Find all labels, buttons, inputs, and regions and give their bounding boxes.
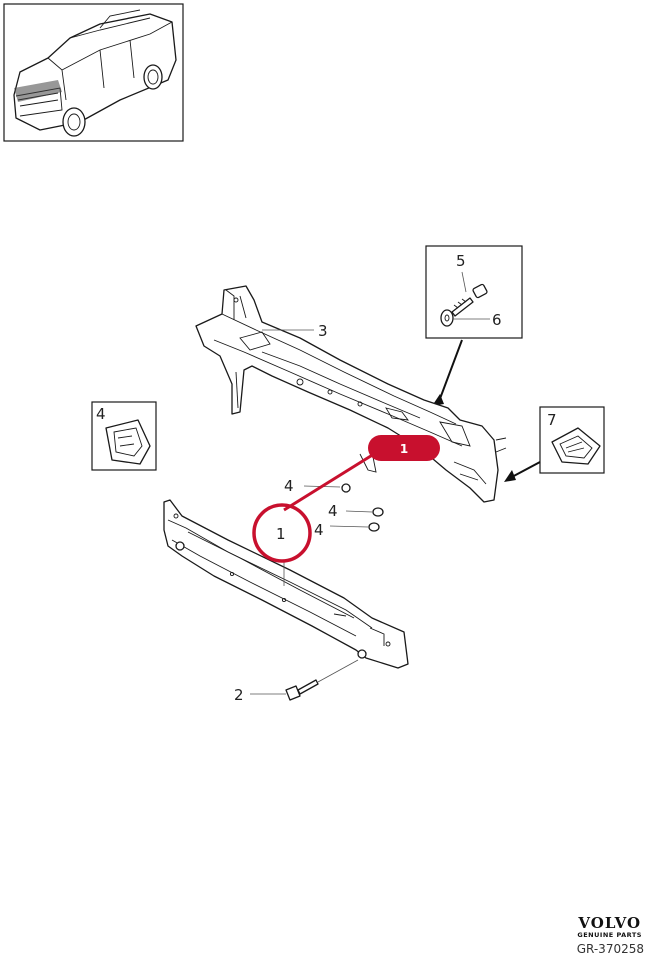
screw-icon — [451, 283, 488, 317]
highlight-badge-label: 1 — [400, 442, 408, 456]
inset-screw-washer: 5 6 — [425, 245, 523, 339]
brand-tagline: GENUINE PARTS — [577, 931, 642, 939]
highlight-marker: 1 1 — [252, 435, 440, 563]
nut-c — [368, 522, 380, 532]
callout-6: 6 — [492, 311, 502, 329]
inset-clip-right: 7 — [539, 406, 605, 474]
vehicle-thumbnail — [3, 3, 184, 142]
brand-logo: VOLVO — [578, 914, 642, 932]
vehicle-sketch — [13, 9, 177, 137]
callout-5: 5 — [456, 252, 466, 270]
highlight-circle — [252, 503, 312, 563]
nut-b — [372, 507, 384, 517]
highlight-leader-line — [283, 452, 375, 512]
reference-code: GR-370258 — [576, 942, 644, 956]
callout-4-a: 4 — [284, 477, 294, 495]
inset-clip-left: 4 — [91, 401, 157, 471]
bumper-reinforcement-beam — [163, 499, 409, 669]
nut-a — [341, 483, 351, 493]
bolt — [285, 679, 319, 701]
callout-2: 2 — [234, 686, 244, 704]
clip-icon — [551, 427, 601, 465]
inset-pointer-arrow — [437, 339, 463, 405]
callout-4-b: 4 — [328, 502, 338, 520]
callout-4-c: 4 — [314, 521, 324, 539]
clip-icon — [105, 419, 151, 465]
highlight-badge[interactable] — [368, 435, 440, 461]
callout-1: 1 — [276, 525, 286, 543]
callout-3: 3 — [318, 322, 328, 340]
inset-pointer-arrow-right — [509, 461, 541, 479]
callout-7: 7 — [547, 411, 557, 429]
volvo-brand-mark: VOLVO GENUINE PARTS — [577, 914, 642, 939]
washer-icon — [440, 309, 454, 327]
callout-4-inset: 4 — [96, 405, 106, 423]
